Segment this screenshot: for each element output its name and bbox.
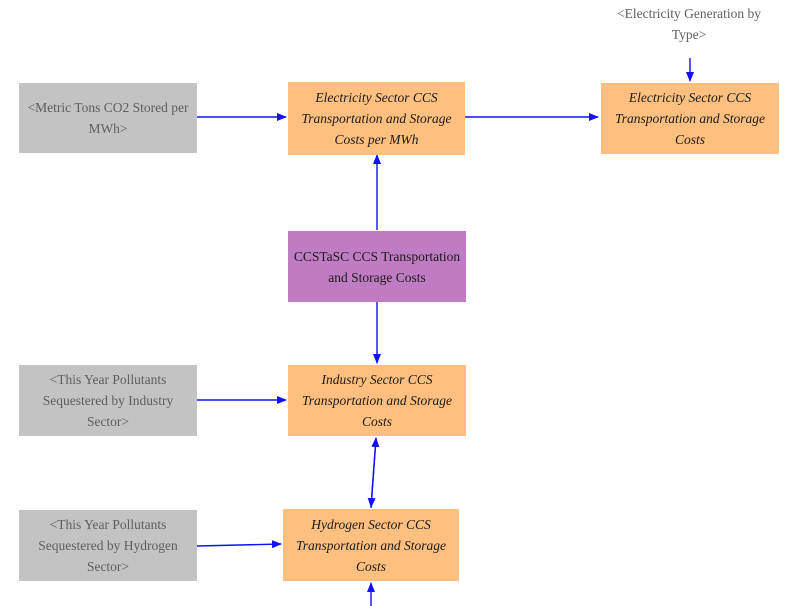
node-electricity-costs: Electricity Sector CCS Transportation an… [601, 83, 779, 154]
node-industry-costs-label: Industry Sector CCS Transportation and S… [301, 372, 453, 429]
node-electricity-costs-per-mwh-label: Electricity Sector CCS Transportation an… [301, 90, 452, 147]
node-pollutants-industry-label: <This Year Pollutants Sequestered by Ind… [42, 372, 174, 429]
node-electricity-generation-by-type: <Electricity Generation by Type> [598, 2, 780, 46]
node-hydrogen-costs: Hydrogen Sector CCS Transportation and S… [283, 509, 459, 581]
arrow-industry-to-hydrogen [367, 437, 377, 508]
node-industry-costs: Industry Sector CCS Transportation and S… [288, 365, 466, 436]
node-pollutants-hydrogen: <This Year Pollutants Sequestered by Hyd… [19, 510, 197, 581]
node-electricity-generation-by-type-label: <Electricity Generation by Type> [616, 6, 762, 42]
node-electricity-costs-per-mwh: Electricity Sector CCS Transportation an… [288, 82, 465, 155]
node-metric-tons-co2: <Metric Tons CO2 Stored per MWh> [19, 83, 197, 153]
arrow-pollutants-hydrogen-to-hydrogen [196, 540, 282, 549]
node-electricity-costs-label: Electricity Sector CCS Transportation an… [614, 90, 766, 147]
node-hydrogen-costs-label: Hydrogen Sector CCS Transportation and S… [295, 516, 447, 574]
node-ccstasc-costs-label: CCSTaSC CCS Transportation and Storage C… [293, 248, 461, 285]
node-ccstasc-costs: CCSTaSC CCS Transportation and Storage C… [288, 231, 466, 302]
node-pollutants-industry: <This Year Pollutants Sequestered by Ind… [19, 365, 197, 436]
node-metric-tons-co2-label: <Metric Tons CO2 Stored per MWh> [27, 100, 189, 136]
node-pollutants-hydrogen-label: <This Year Pollutants Sequestered by Hyd… [38, 517, 178, 574]
